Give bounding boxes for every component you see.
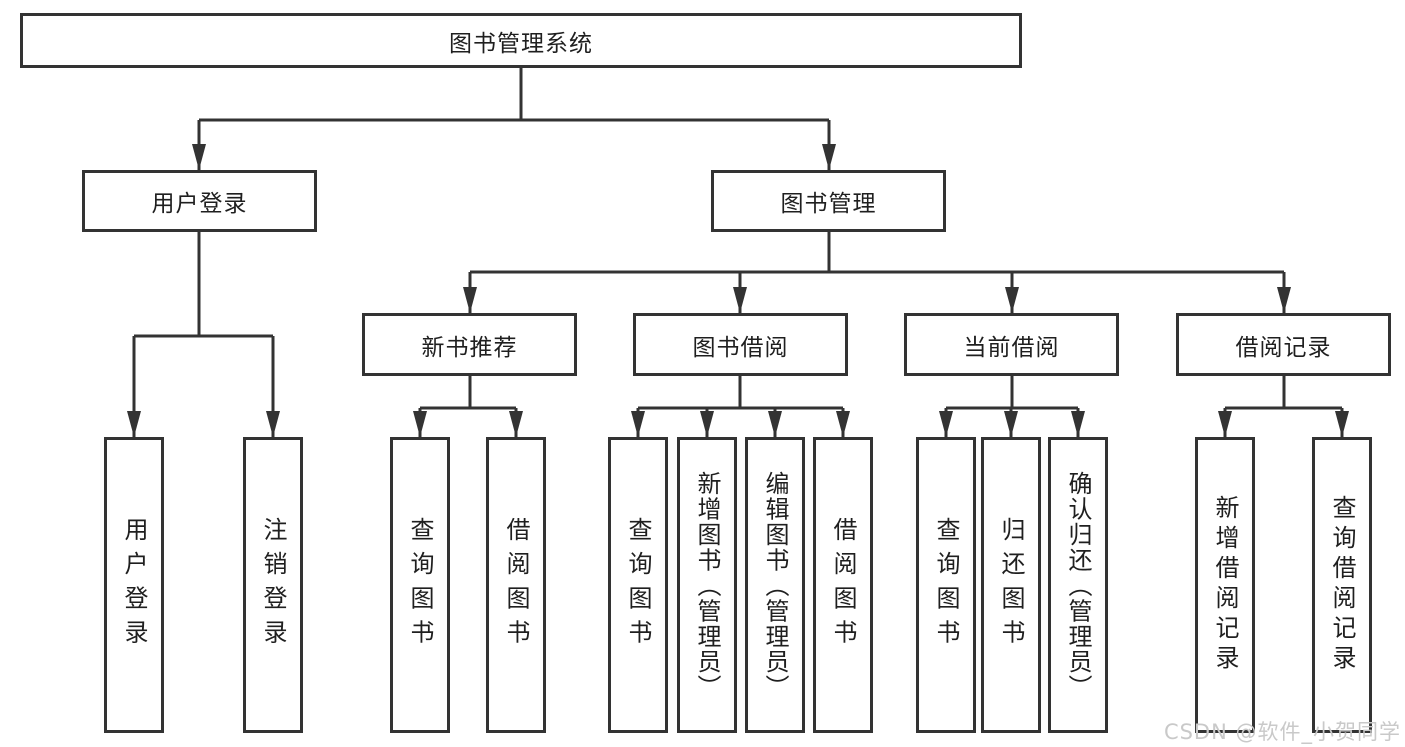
node-book-management: 图书管理 bbox=[711, 170, 946, 232]
leaf-confirm-return-admin: 确认归还（管理员） bbox=[1048, 437, 1108, 733]
connector-user-login-group bbox=[127, 232, 280, 437]
connector-borrow-records-group bbox=[1218, 376, 1349, 437]
leaf-edit-books-admin: 编辑图书（管理员） bbox=[745, 437, 805, 733]
node-new-book-recommend: 新书推荐 bbox=[362, 313, 577, 376]
node-current-borrow: 当前借阅 bbox=[904, 313, 1119, 376]
node-library-management-system: 图书管理系统 bbox=[20, 13, 1022, 68]
connector-book-mgmt-group bbox=[463, 232, 1291, 313]
leaf-add-books-admin: 新增图书（管理员） bbox=[677, 437, 737, 733]
leaf-query-books-current: 查询图书 bbox=[916, 437, 976, 733]
leaf-query-borrow-record: 查询借阅记录 bbox=[1312, 437, 1372, 733]
node-book-borrow: 图书借阅 bbox=[633, 313, 848, 376]
connector-root-to-level2 bbox=[192, 68, 836, 170]
node-borrow-records: 借阅记录 bbox=[1176, 313, 1391, 376]
leaf-borrow-books-recommend: 借阅图书 bbox=[486, 437, 546, 733]
leaf-return-books: 归还图书 bbox=[981, 437, 1041, 733]
leaf-user-login: 用户登录 bbox=[104, 437, 164, 733]
connector-current-borrow-group bbox=[939, 376, 1085, 437]
connector-new-book-group bbox=[413, 376, 523, 437]
leaf-query-books-borrow: 查询图书 bbox=[608, 437, 668, 733]
watermark: CSDN @软件_小贺同学 bbox=[1163, 720, 1401, 744]
node-user-login: 用户登录 bbox=[82, 170, 317, 232]
leaf-borrow-books: 借阅图书 bbox=[813, 437, 873, 733]
connector-book-borrow-group bbox=[631, 376, 850, 437]
leaf-add-borrow-record: 新增借阅记录 bbox=[1195, 437, 1255, 733]
leaf-query-books-recommend: 查询图书 bbox=[390, 437, 450, 733]
leaf-logout: 注销登录 bbox=[243, 437, 303, 733]
